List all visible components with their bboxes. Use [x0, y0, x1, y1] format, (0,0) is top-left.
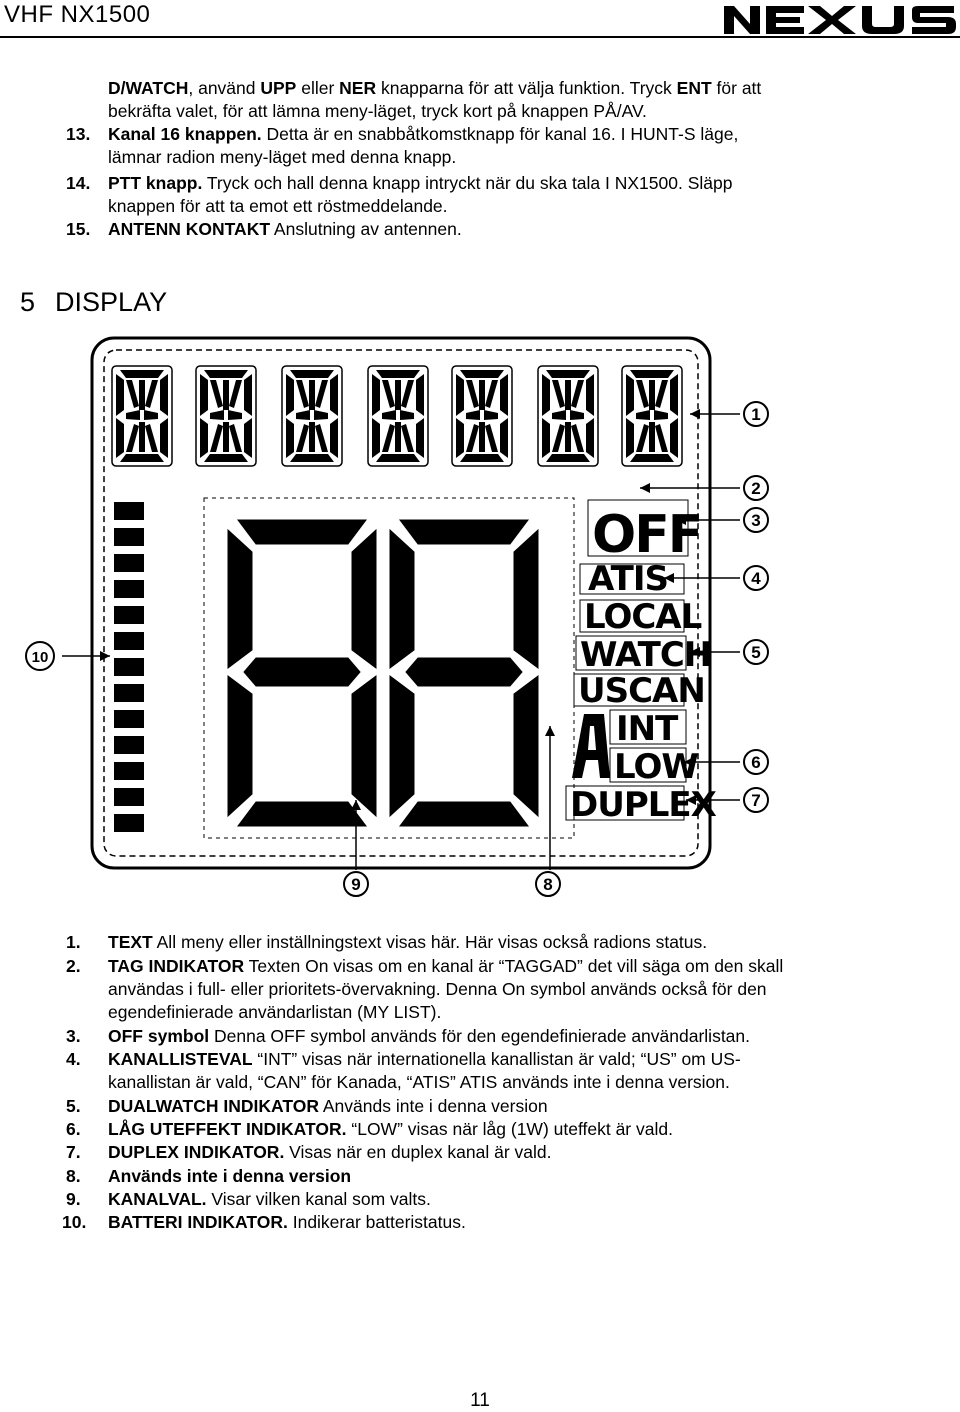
item-14-desc: Tryck och hall denna knapp intryckt när … — [202, 173, 733, 193]
item-15-term: ANTENN KONTAKT — [108, 219, 271, 239]
item-14-term: PTT knapp. — [108, 173, 203, 193]
battery-indicator-bars — [114, 502, 144, 832]
legend-9-term: KANALVAL. — [108, 1189, 207, 1209]
uscan-indicator: USCAN — [578, 671, 705, 711]
duplex-indicator: DUPLEX — [570, 785, 717, 825]
document-title: VHF NX1500 — [4, 1, 151, 28]
page-header: VHF NX1500 — [0, 0, 960, 38]
section-number: 5 — [20, 287, 36, 317]
page-number: 11 — [470, 1390, 490, 1411]
intro-line-2: bekräfta valet, för att lämna meny-läget… — [108, 101, 647, 121]
legend-3-number: 3. — [66, 1026, 81, 1046]
lcd-display-diagram: OFF ATIS LOCAL WATCH USCAN INT LOW DUPLE… — [25, 336, 769, 897]
legend-10-number: 10. — [62, 1212, 87, 1232]
legend-2-desc: Texten On visas om en kanal är “TAGGAD” … — [244, 956, 784, 976]
legend-6-desc: “LOW” visas när låg (1W) uteffekt är val… — [346, 1119, 673, 1139]
item-13-desc: Detta är en snabbåtkomstknapp för kanal … — [261, 124, 739, 144]
channel-digits — [227, 519, 539, 827]
callout-9: 9 — [351, 875, 360, 894]
legend-6-number: 6. — [66, 1119, 81, 1139]
intro-term-dwatch: D/WATCH — [108, 78, 189, 98]
legend-10-term: BATTERI INDIKATOR. — [108, 1212, 288, 1232]
local-indicator: LOCAL — [584, 597, 702, 637]
intro-text-b: eller — [296, 78, 340, 98]
legend-5-term: DUALWATCH INDIKATOR — [108, 1096, 319, 1116]
legend-2-cont-2: egendefinierade användarlistan (MY LIST)… — [108, 1002, 442, 1022]
legend-1-desc: All meny eller inställningstext visas hä… — [152, 932, 708, 952]
legend-9-desc: Visar vilken kanal som valts. — [206, 1189, 431, 1209]
intro-text-a: , använd — [188, 78, 261, 98]
nexus-logo — [724, 6, 956, 34]
intro-term-ner: NER — [339, 78, 377, 98]
legend-3-term: OFF symbol — [108, 1026, 210, 1046]
callout-1: 1 — [751, 405, 760, 424]
legend-4-desc: “INT” visas när internationella kanallis… — [252, 1049, 741, 1069]
legend-6-text: LÅG UTEFFEKT INDIKATOR. “LOW” visas när … — [108, 1118, 892, 1141]
item-13-number: 13. — [66, 124, 91, 144]
low-indicator: LOW — [614, 747, 698, 787]
watch-indicator: WATCH — [580, 635, 711, 675]
intro-text-d: för att — [711, 78, 762, 98]
legend-3-text: OFF symbol Denna OFF symbol används för … — [108, 1025, 892, 1048]
off-symbol: OFF — [592, 505, 701, 565]
atis-indicator: ATIS — [588, 559, 668, 599]
item-14-number: 14. — [66, 173, 91, 193]
intro-term-upp: UPP — [260, 78, 297, 98]
legend-9-number: 9. — [66, 1189, 81, 1209]
legend-4-number: 4. — [66, 1049, 81, 1069]
legend-2-term: TAG INDIKATOR — [108, 956, 245, 976]
text-field-characters — [111, 365, 683, 467]
legend-7-term: DUPLEX INDIKATOR. — [108, 1142, 285, 1162]
legend-5-number: 5. — [66, 1096, 81, 1116]
item-13-cont: lämnar radion meny-läget med denna knapp… — [108, 147, 457, 167]
item-14-text: PTT knapp. Tryck och hall denna knapp in… — [108, 172, 892, 195]
a-segment-icon — [572, 714, 610, 778]
item-13-term: Kanal 16 knappen. — [108, 124, 262, 144]
callout-2: 2 — [751, 479, 760, 498]
legend-10-text: BATTERI INDIKATOR. Indikerar batteristat… — [108, 1211, 892, 1234]
legend-1-term: TEXT — [108, 932, 153, 952]
legend-6-term: LÅG UTEFFEKT INDIKATOR. — [108, 1119, 347, 1139]
section-heading: 5 DISPLAY — [20, 287, 167, 318]
legend-10-desc: Indikerar batteristatus. — [287, 1212, 466, 1232]
item-14-cont: knappen för att ta emot ett röstmeddelan… — [108, 196, 448, 216]
item-15-desc: Anslutning av antennen. — [270, 219, 462, 239]
callout-6: 6 — [751, 753, 760, 772]
intro-line-1: D/WATCH, använd UPP eller NER knapparna … — [108, 77, 892, 100]
callout-3: 3 — [751, 511, 760, 530]
legend-5-text: DUALWATCH INDIKATOR Används inte i denna… — [108, 1095, 892, 1118]
legend-4-cont: kanallistan är vald, “CAN” för Kanada, “… — [108, 1072, 730, 1092]
legend-4-term: KANALLISTEVAL — [108, 1049, 253, 1069]
int-indicator: INT — [616, 709, 679, 749]
item-15-number: 15. — [66, 219, 91, 239]
legend-8-text: Används inte i denna version — [108, 1165, 892, 1188]
legend-8-term: Används inte i denna version — [108, 1166, 352, 1186]
callout-8: 8 — [543, 875, 552, 894]
legend-1-text: TEXT All meny eller inställningstext vis… — [108, 931, 892, 954]
legend-9-text: KANALVAL. Visar vilken kanal som valts. — [108, 1188, 892, 1211]
item-13-text: Kanal 16 knappen. Detta är en snabbåtkom… — [108, 123, 892, 146]
legend-5-desc: Används inte i denna version — [318, 1096, 548, 1116]
legend-7-number: 7. — [66, 1142, 81, 1162]
item-15-text: ANTENN KONTAKT Anslutning av antennen. — [108, 218, 892, 241]
callout-10: 10 — [32, 649, 49, 666]
intro-text-c: knapparna för att välja funktion. Tryck — [376, 78, 677, 98]
legend-7-desc: Visas när en duplex kanal är vald. — [284, 1142, 552, 1162]
legend-2-cont-1: användas i full- eller prioritets-överva… — [108, 979, 767, 999]
section-title: DISPLAY — [55, 287, 168, 317]
legend-1-number: 1. — [66, 932, 81, 952]
legend-8-number: 8. — [66, 1166, 81, 1186]
legend-3-desc: Denna OFF symbol används för den egendef… — [209, 1026, 751, 1046]
callout-4: 4 — [751, 569, 761, 588]
legend-2-number: 2. — [66, 956, 81, 976]
legend-2-text: TAG INDIKATOR Texten On visas om en kana… — [108, 955, 892, 978]
legend-4-text: KANALLISTEVAL “INT” visas när internatio… — [108, 1048, 892, 1071]
intro-term-ent: ENT — [676, 78, 712, 98]
legend-7-text: DUPLEX INDIKATOR. Visas när en duplex ka… — [108, 1141, 892, 1164]
callout-5: 5 — [751, 643, 760, 662]
callout-7: 7 — [751, 791, 760, 810]
